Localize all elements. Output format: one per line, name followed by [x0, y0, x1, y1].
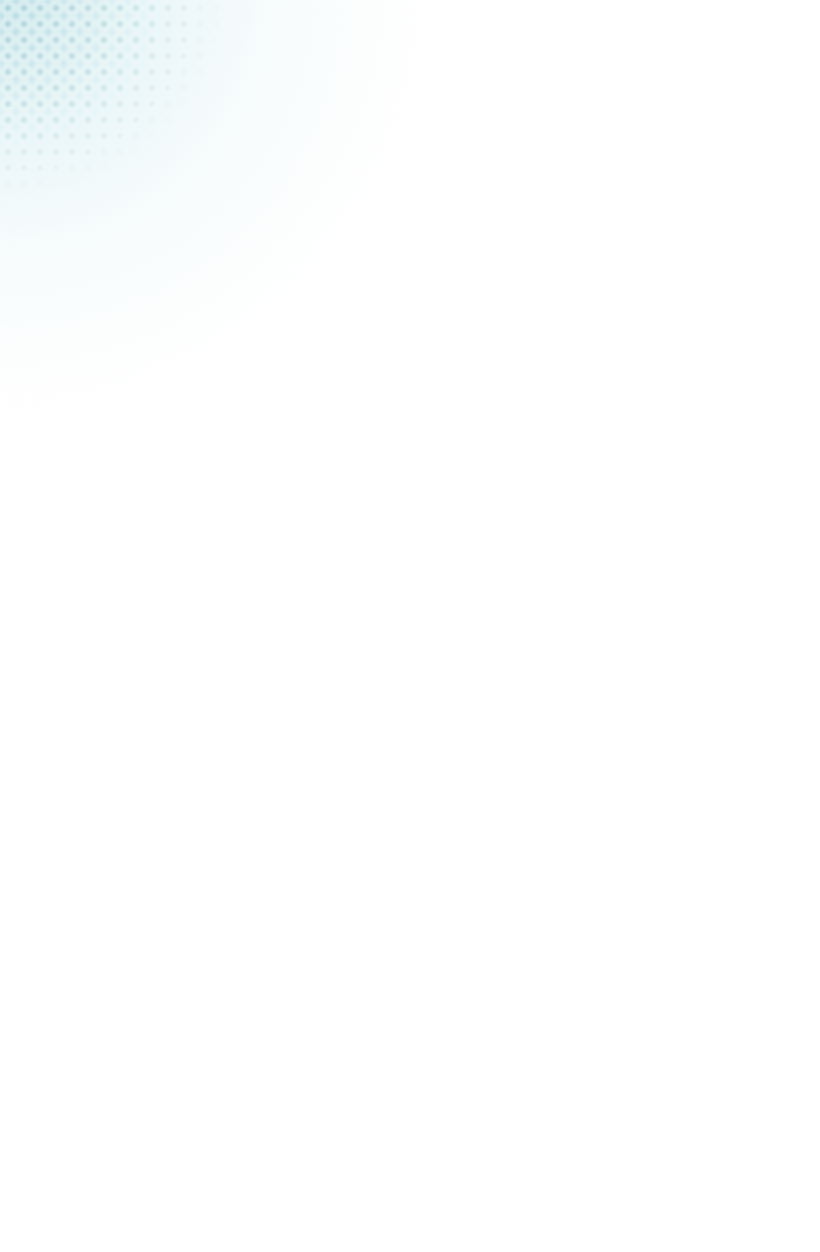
dot-pattern-decoration	[0, 0, 330, 290]
dot-pattern-overlay-decoration	[0, 0, 270, 260]
